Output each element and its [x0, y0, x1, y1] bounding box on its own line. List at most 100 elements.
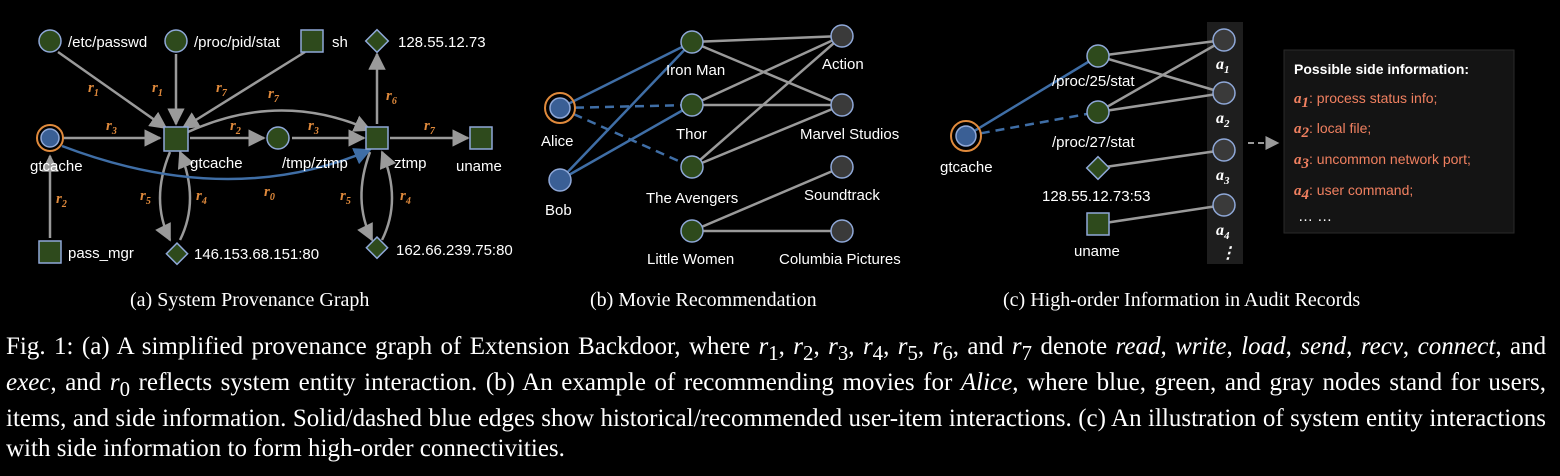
caption-var: r [758, 333, 769, 360]
label-action: Action [822, 56, 864, 73]
panel-c: a1 a2 a3 a4 ⋮ gtcache /proc/25/stat /pro… [940, 22, 1515, 311]
node-alice [549, 97, 571, 119]
caption-text: , [813, 333, 829, 360]
node-uname [1086, 212, 1110, 236]
node-bob [548, 168, 572, 192]
label-proc-pid-stat: /proc/pid/stat [194, 34, 281, 51]
side-info-item: a4: user command; [1294, 182, 1413, 203]
edge-bob-ironman [559, 41, 693, 181]
node-marvel [830, 93, 854, 117]
node-proc27 [1086, 100, 1110, 124]
rel-label: r7 [424, 118, 436, 137]
caption-text: Fig. 1: (a) A simplified provenance grap… [6, 333, 759, 360]
node-ip3 [365, 236, 389, 260]
rel-label: r6 [386, 88, 397, 107]
label-a2: a2 [1216, 110, 1230, 130]
label-proc25: /proc/25/stat [1052, 73, 1135, 90]
node-little-women [680, 219, 704, 243]
caption-var: r [828, 333, 838, 360]
caption-word: write [1175, 333, 1227, 360]
edge-passwd-gtcache [57, 50, 168, 130]
caption-text: , [1226, 333, 1242, 360]
rel-label: r7 [268, 86, 280, 105]
caption-sub: 3 [837, 341, 849, 365]
label-ip1: 128.55.12.73 [398, 34, 486, 51]
edge-proc27-a1 [1097, 38, 1225, 114]
caption-text: , [778, 333, 794, 360]
rel-label: r2 [56, 191, 67, 210]
node-proc25 [1086, 44, 1110, 68]
caption-var: r [932, 333, 943, 360]
edge-avengers-action [691, 35, 843, 168]
label-a-dots: ⋮ [1220, 245, 1236, 262]
caption-text: , and [1495, 333, 1547, 360]
node-a2 [1212, 81, 1236, 105]
figure-caption: Fig. 1: (a) A simplified provenance grap… [6, 332, 1546, 464]
label-soundtrack: Soundtrack [804, 187, 880, 204]
rel-label: r4 [196, 188, 207, 207]
edge-littlewomen-soundtrack [691, 165, 843, 233]
label-gtcache-user: gtcache [30, 158, 83, 175]
caption-word: load [1241, 333, 1286, 360]
label-marvel: Marvel Studios [800, 126, 899, 143]
rel-label: r1 [152, 80, 163, 99]
edge-gtcache-ip2-r5 [155, 151, 172, 242]
rel-label: r3 [106, 118, 117, 137]
side-info-item: a1: process status info; [1294, 90, 1437, 111]
edge-alice-ironman [559, 40, 693, 110]
caption-text: , [1346, 333, 1361, 360]
node-uname [469, 126, 493, 150]
caption-text: , and [952, 333, 1012, 360]
subtitle-c: (c) High-order Information in Audit Reco… [1003, 289, 1360, 311]
label-gtcache: gtcache [940, 159, 993, 176]
relation-labels: r1 r1 r7 r7 r6 r3 r2 r3 r7 r2 r5 r4 r0 r… [56, 80, 436, 210]
node-iron-man [680, 30, 704, 54]
edge-ip2-gtcache-r4 [177, 150, 195, 241]
edge-ztmp-ip3-r5 [357, 151, 374, 242]
rel-label: r0 [264, 184, 275, 203]
node-gtcache-user [40, 128, 60, 148]
side-info-item: a3: uncommon network port; [1294, 151, 1471, 172]
caption-sub: 5 [907, 341, 918, 365]
label-uname: uname [456, 158, 502, 175]
node-action [830, 24, 854, 48]
edge-bob-thor [559, 103, 693, 182]
label-a1: a1 [1216, 56, 1230, 76]
label-alice: Alice [541, 133, 574, 150]
edge-thor-action [691, 34, 843, 107]
edge-alice-avengers-rec [559, 106, 693, 169]
caption-sub: 4 [872, 341, 884, 365]
label-proc27: /proc/27/stat [1052, 134, 1135, 151]
rel-label: r2 [230, 118, 241, 137]
edge-proc27-a2 [1097, 91, 1225, 114]
caption-var: r [897, 333, 908, 360]
node-gtcache [955, 125, 977, 147]
edge-avengers-marvel [691, 103, 843, 169]
node-etc-passwd [38, 29, 62, 53]
side-info-more: … … [1298, 208, 1332, 225]
side-info-item: a2: local file; [1294, 120, 1371, 141]
caption-var: r [862, 333, 873, 360]
edge-proc25-a1 [1097, 38, 1225, 58]
node-pass-mgr [38, 240, 62, 264]
label-iron-man: Iron Man [666, 62, 725, 79]
node-sh [300, 29, 324, 53]
label-bob: Bob [545, 202, 572, 219]
caption-text: , [848, 333, 863, 360]
edge-gtcache-sh [181, 50, 306, 130]
label-ztmp: ztmp [394, 155, 427, 172]
edge-uname-a4 [1097, 203, 1225, 226]
node-a3 [1212, 138, 1236, 162]
label-sh: sh [332, 34, 348, 51]
rel-label: r1 [88, 80, 99, 99]
side-info-title: Possible side information: [1294, 61, 1469, 77]
node-ip [1085, 155, 1111, 181]
node-soundtrack [830, 155, 854, 179]
node-avengers [680, 155, 704, 179]
edge-gtcacheuser-ztmp-r0 [61, 144, 372, 181]
node-tmp-ztmp [266, 126, 290, 150]
caption-word: read [1115, 333, 1161, 360]
caption-sub: 0 [119, 377, 130, 401]
edge-proc25-a2 [1097, 54, 1225, 95]
